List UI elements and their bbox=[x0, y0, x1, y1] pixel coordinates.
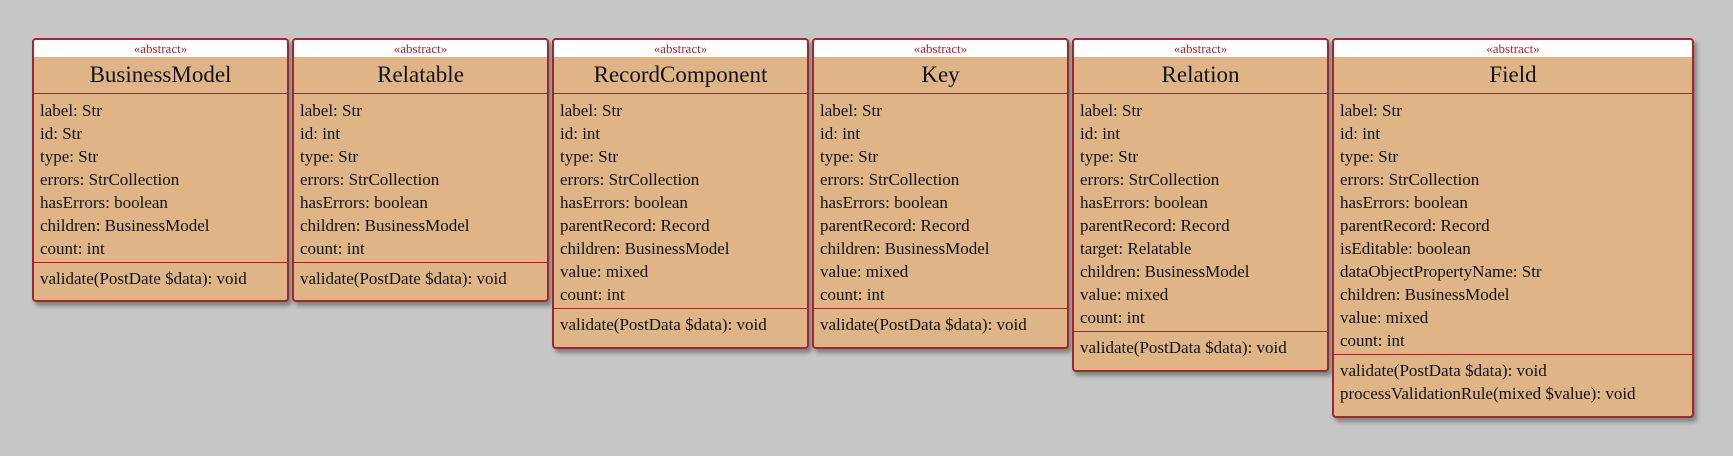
attribute: count: int bbox=[560, 285, 625, 304]
operations-compartment: validate(PostData $data): void bbox=[814, 308, 1067, 340]
attribute: type: Str bbox=[1340, 147, 1399, 166]
attribute: value: mixed bbox=[820, 262, 909, 281]
attribute: errors: StrCollection bbox=[40, 170, 180, 189]
attribute: type: Str bbox=[560, 147, 619, 166]
class-key[interactable]: «abstract» Key label: Str id: int type: … bbox=[812, 38, 1069, 349]
attribute: hasErrors: boolean bbox=[560, 193, 688, 212]
class-name: RecordComponent bbox=[554, 57, 807, 94]
attributes-compartment: label: Str id: int type: Str errors: Str… bbox=[554, 94, 807, 308]
operation: validate(PostDate $data): void bbox=[300, 269, 507, 288]
attribute: children: BusinessModel bbox=[560, 239, 730, 258]
attribute: hasErrors: boolean bbox=[300, 193, 428, 212]
attribute: hasErrors: boolean bbox=[40, 193, 168, 212]
attribute: hasErrors: boolean bbox=[820, 193, 948, 212]
class-record-component[interactable]: «abstract» RecordComponent label: Str id… bbox=[552, 38, 809, 349]
attributes-compartment: label: Str id: int type: Str errors: Str… bbox=[1074, 94, 1327, 331]
attribute: hasErrors: boolean bbox=[1340, 193, 1468, 212]
attribute: id: int bbox=[1340, 124, 1381, 143]
class-name: Key bbox=[814, 57, 1067, 94]
attribute: count: int bbox=[40, 239, 105, 258]
attribute: type: Str bbox=[40, 147, 99, 166]
class-relation[interactable]: «abstract» Relation label: Str id: int t… bbox=[1072, 38, 1329, 372]
operations-compartment: validate(PostData $data): void bbox=[1074, 331, 1327, 363]
operations-compartment: validate(PostDate $data): void bbox=[34, 262, 287, 294]
attribute: type: Str bbox=[820, 147, 879, 166]
attribute: count: int bbox=[1080, 308, 1145, 327]
attribute: label: Str bbox=[40, 101, 102, 120]
stereotype-label: «abstract» bbox=[814, 40, 1067, 57]
attribute: dataObjectPropertyName: Str bbox=[1340, 262, 1542, 281]
attribute: id: int bbox=[820, 124, 861, 143]
attributes-compartment: label: Str id: int type: Str errors: Str… bbox=[1334, 94, 1692, 354]
attribute: value: mixed bbox=[1080, 285, 1169, 304]
class-name: Relatable bbox=[294, 57, 547, 94]
attribute: isEditable: boolean bbox=[1340, 239, 1471, 258]
attribute: label: Str bbox=[560, 101, 622, 120]
attribute: label: Str bbox=[820, 101, 882, 120]
attribute: errors: StrCollection bbox=[1080, 170, 1220, 189]
attribute: children: BusinessModel bbox=[1080, 262, 1250, 281]
operation: processValidationRule(mixed $value): voi… bbox=[1340, 384, 1636, 403]
attribute: id: int bbox=[560, 124, 601, 143]
stereotype-label: «abstract» bbox=[34, 40, 287, 57]
operations-compartment: validate(PostData $data): void bbox=[554, 308, 807, 340]
class-field[interactable]: «abstract» Field label: Str id: int type… bbox=[1332, 38, 1694, 418]
attribute: children: BusinessModel bbox=[820, 239, 990, 258]
attribute: count: int bbox=[820, 285, 885, 304]
attribute: parentRecord: Record bbox=[1080, 216, 1230, 235]
attribute: id: int bbox=[1080, 124, 1121, 143]
operation: validate(PostData $data): void bbox=[1340, 361, 1547, 380]
operation: validate(PostData $data): void bbox=[560, 315, 767, 334]
stereotype-label: «abstract» bbox=[294, 40, 547, 57]
stereotype-label: «abstract» bbox=[1334, 40, 1692, 57]
attribute: children: BusinessModel bbox=[40, 216, 210, 235]
operations-compartment: validate(PostData $data): void processVa… bbox=[1334, 354, 1692, 409]
attribute: errors: StrCollection bbox=[1340, 170, 1480, 189]
attribute: parentRecord: Record bbox=[1340, 216, 1490, 235]
operation: validate(PostData $data): void bbox=[1080, 338, 1287, 357]
attribute: value: mixed bbox=[560, 262, 649, 281]
class-relatable[interactable]: «abstract» Relatable label: Str id: int … bbox=[292, 38, 549, 302]
attribute: label: Str bbox=[1340, 101, 1402, 120]
attribute: errors: StrCollection bbox=[820, 170, 960, 189]
attribute: children: BusinessModel bbox=[1340, 285, 1510, 304]
class-name: Relation bbox=[1074, 57, 1327, 94]
attribute: errors: StrCollection bbox=[560, 170, 700, 189]
attribute: target: Relatable bbox=[1080, 239, 1192, 258]
attribute: count: int bbox=[300, 239, 365, 258]
class-business-model[interactable]: «abstract» BusinessModel label: Str id: … bbox=[32, 38, 289, 302]
stereotype-label: «abstract» bbox=[1074, 40, 1327, 57]
class-name: Field bbox=[1334, 57, 1692, 94]
operations-compartment: validate(PostDate $data): void bbox=[294, 262, 547, 294]
attribute: errors: StrCollection bbox=[300, 170, 440, 189]
attribute: type: Str bbox=[300, 147, 359, 166]
attribute: label: Str bbox=[1080, 101, 1142, 120]
operation: validate(PostDate $data): void bbox=[40, 269, 247, 288]
attribute: label: Str bbox=[300, 101, 362, 120]
attributes-compartment: label: Str id: int type: Str errors: Str… bbox=[294, 94, 547, 262]
attribute: parentRecord: Record bbox=[820, 216, 970, 235]
class-name: BusinessModel bbox=[34, 57, 287, 94]
attributes-compartment: label: Str id: Str type: Str errors: Str… bbox=[34, 94, 287, 262]
attribute: count: int bbox=[1340, 331, 1405, 350]
attribute: children: BusinessModel bbox=[300, 216, 470, 235]
operation: validate(PostData $data): void bbox=[820, 315, 1027, 334]
stereotype-label: «abstract» bbox=[554, 40, 807, 57]
attribute: type: Str bbox=[1080, 147, 1139, 166]
attribute: value: mixed bbox=[1340, 308, 1429, 327]
attribute: id: int bbox=[300, 124, 341, 143]
attribute: id: Str bbox=[40, 124, 83, 143]
attributes-compartment: label: Str id: int type: Str errors: Str… bbox=[814, 94, 1067, 308]
attribute: hasErrors: boolean bbox=[1080, 193, 1208, 212]
attribute: parentRecord: Record bbox=[560, 216, 710, 235]
